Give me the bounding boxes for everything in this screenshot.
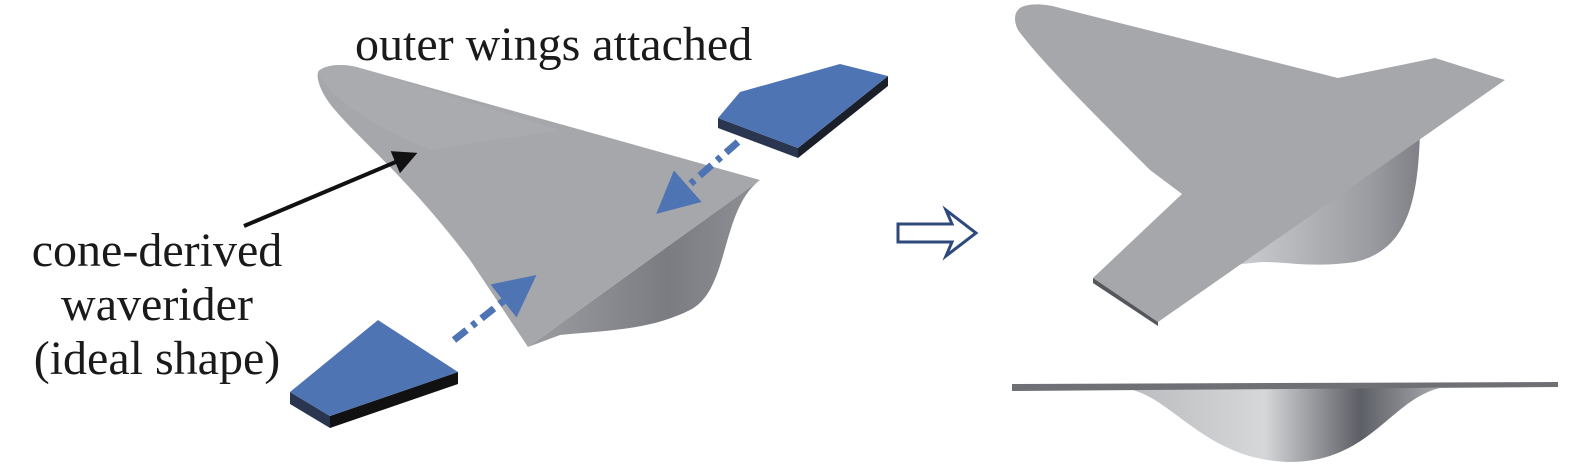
attach-arrow-upper (656, 139, 741, 214)
front-view-wing-plane (1012, 382, 1558, 391)
upper-wing-top (718, 64, 888, 148)
cone-label-line-1: cone-derived (31, 224, 283, 277)
lower-wing-edge (330, 372, 458, 428)
attach-arrow-lower (451, 275, 537, 343)
attached-trailing-edge (1093, 278, 1158, 326)
lower-outer-wing (290, 320, 458, 428)
attached-waverider-front-view (1012, 382, 1558, 462)
ideal-waverider (317, 65, 760, 348)
transition-arrow-icon (896, 205, 979, 261)
lower-wing-front-edge (290, 392, 330, 428)
front-view-bump (1120, 388, 1440, 462)
cone-derived-waverider-label: cone-derived waverider (ideal shape) (12, 224, 302, 386)
lower-wing-top (290, 320, 458, 416)
upper-wing-edge (798, 76, 888, 158)
pointer-arrow (243, 151, 418, 228)
waverider-upper-highlight (318, 65, 560, 150)
outer-wings-label: outer wings attached (355, 18, 753, 71)
upper-outer-wing (718, 64, 888, 158)
upper-wing-front-edge (718, 118, 798, 158)
attached-waverider-top-view (1015, 4, 1505, 326)
attached-upper-surface (1015, 4, 1505, 322)
cone-label-line-2: waverider (61, 278, 253, 331)
cone-label-line-3: (ideal shape) (33, 332, 281, 385)
